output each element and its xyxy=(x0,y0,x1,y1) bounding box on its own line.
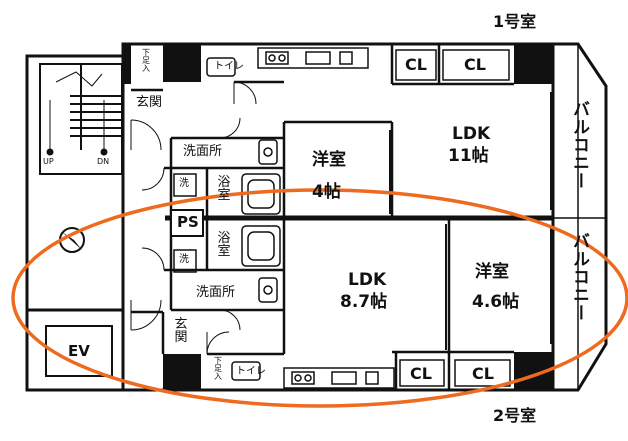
washroom-1-label: 洗面所 xyxy=(183,144,223,159)
kitchen-counter-2 xyxy=(283,367,395,389)
stair-down-label: DN xyxy=(97,157,110,166)
ldk-2-size: 8.7帖 xyxy=(340,292,388,312)
toilet-icon xyxy=(206,57,261,381)
ldk-2-label: LDK xyxy=(348,270,387,290)
balcony-label: バルコニー xyxy=(569,232,589,322)
western-1-label: 洋室 xyxy=(312,150,346,170)
partition-walls xyxy=(131,44,514,390)
ps-box xyxy=(170,209,204,237)
western-2-size: 4.6帖 xyxy=(472,292,520,312)
sink-icon xyxy=(258,139,278,303)
building-walls xyxy=(25,42,608,392)
closet-boxes xyxy=(395,49,511,387)
ps-label: PS xyxy=(177,213,199,231)
ldk-1-label: LDK xyxy=(452,124,491,144)
western-1-size: 4帖 xyxy=(312,182,341,202)
toilet-2-label: トイレ xyxy=(236,366,266,377)
closet-label: CL xyxy=(464,55,486,74)
entrance-1-label: 玄関 xyxy=(136,95,163,110)
ev-label: EV xyxy=(68,342,90,360)
highlight-ellipse xyxy=(11,188,628,408)
washer-box xyxy=(173,173,197,273)
washer-2-label: 洗 xyxy=(179,254,189,265)
closet-label: CL xyxy=(472,364,494,383)
ldk-1-size: 11帖 xyxy=(448,146,489,166)
shoe-box-2-label: 下足入 xyxy=(214,356,222,381)
western-2-label: 洋室 xyxy=(475,262,509,282)
washroom-2-label: 洗面所 xyxy=(196,285,236,300)
closet-label: CL xyxy=(405,55,427,74)
toilet-1-label: トイレ xyxy=(214,61,244,72)
bath-2-label: 浴室 xyxy=(217,231,231,259)
kitchen-counter-1 xyxy=(257,47,369,69)
unit-1-label: 1号室 xyxy=(493,12,537,31)
washer-1-label: 洗 xyxy=(179,178,189,189)
elevator-shaft xyxy=(25,308,125,392)
shoe-box-1-label: 下足入 xyxy=(142,48,150,73)
bath-1-label: 浴室 xyxy=(217,175,231,203)
closet-label: CL xyxy=(410,364,432,383)
unit-2-label: 2号室 xyxy=(493,406,537,425)
entrance-2-label: 玄関 xyxy=(174,317,188,345)
stair-up-label: UP xyxy=(43,157,54,166)
stairs-icon xyxy=(39,63,123,175)
door-swing-icon xyxy=(130,81,552,355)
balcony-label: バルコニー xyxy=(569,100,589,190)
